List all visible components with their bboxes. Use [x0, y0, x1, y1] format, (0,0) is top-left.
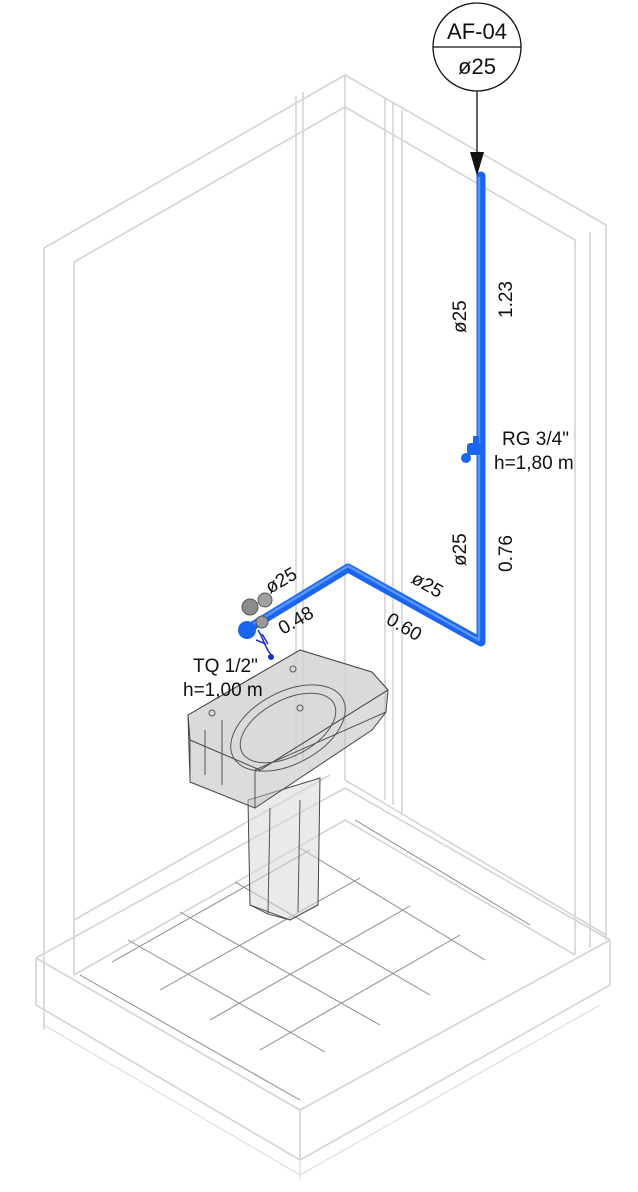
tap-height-label: h=1,00 m [183, 680, 263, 701]
dimension-labels: ø25 1.23 RG 3/4" h=1,80 m ø25 0.76 ø25 0… [183, 281, 574, 701]
tag-top-text: AF-04 [447, 19, 507, 44]
upper-diameter-label: ø25 [450, 300, 471, 333]
arrowhead-icon [470, 152, 484, 176]
right-branch-diameter-label: ø25 [408, 568, 447, 603]
lower-diameter-label: ø25 [450, 533, 471, 566]
tag-bottom-text: ø25 [458, 54, 496, 79]
tap-fitting-icon [238, 592, 274, 660]
valve-icon [461, 436, 481, 463]
tap-name-label: TQ 1/2" [193, 656, 258, 677]
right-branch-length-label: 0.60 [383, 609, 426, 646]
room-wireframe [35, 74, 611, 1180]
valve-height-label: h=1,80 m [494, 453, 574, 474]
valve-name-label: RG 3/4" [502, 429, 569, 450]
lower-length-label: 0.76 [496, 535, 517, 572]
washbasin [187, 649, 389, 921]
water-pipe [238, 171, 486, 660]
pipe-tag: AF-04 ø25 [432, 2, 522, 176]
upper-length-label: 1.23 [496, 281, 517, 318]
